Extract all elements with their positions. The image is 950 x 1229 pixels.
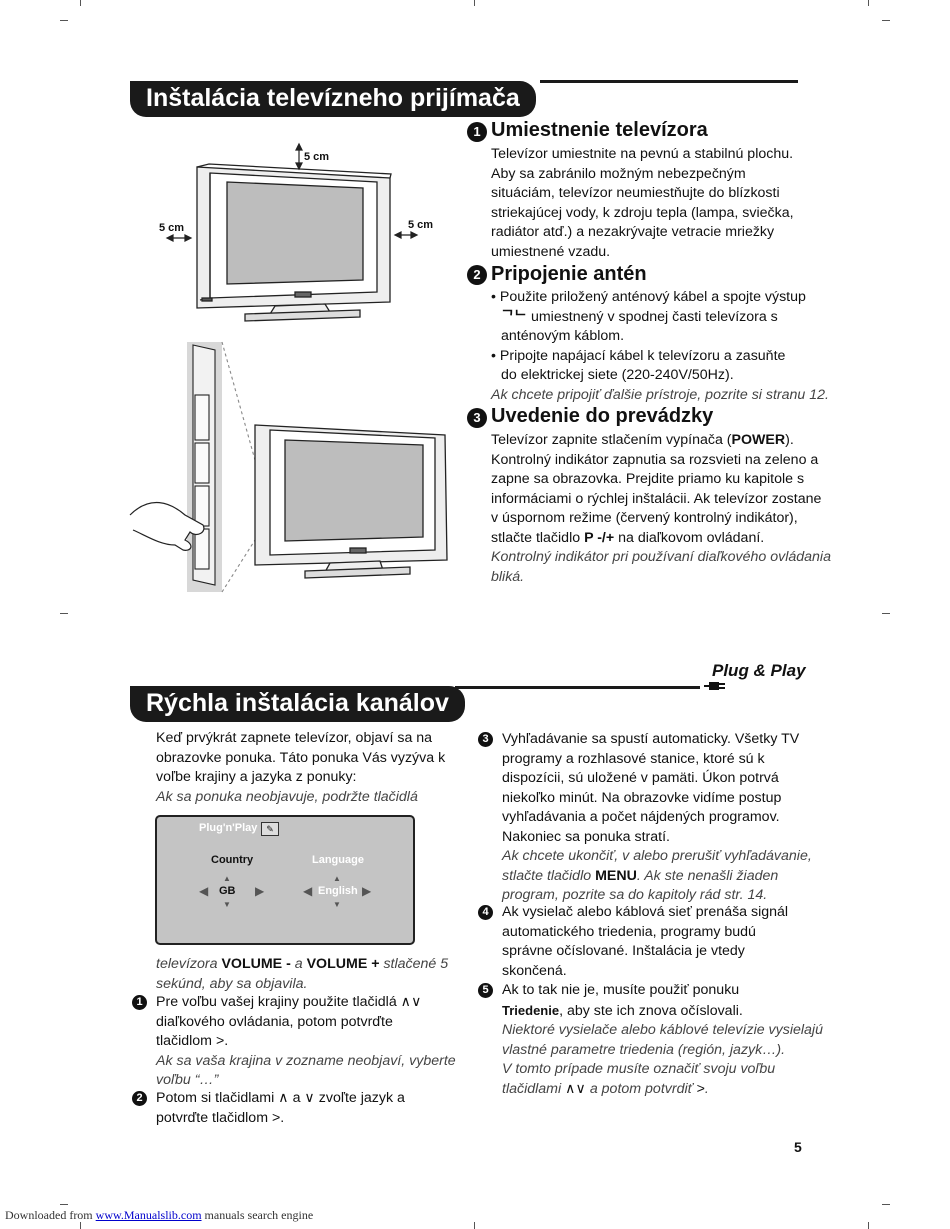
country-down-arrow-icon[interactable]: ▼	[223, 900, 231, 909]
step-number-2: 2	[132, 1091, 147, 1106]
crop-mark	[60, 20, 68, 21]
country-left-arrow-icon[interactable]: ◀	[199, 884, 209, 898]
section-title-quick-install: Rýchla inštalácia kanálov	[130, 686, 465, 722]
step-number-2: 2	[467, 265, 487, 285]
language-right-arrow-icon[interactable]: ▶	[362, 884, 372, 898]
crop-mark	[882, 20, 890, 21]
crop-mark	[60, 613, 68, 614]
hand-drawing	[129, 501, 205, 551]
language-label: Language	[312, 854, 364, 866]
up-arrow-icon: ∧	[400, 994, 412, 1010]
step-number-1: 1	[467, 122, 487, 142]
placement-text: Televízor umiestnite na pevnú a stabilnú…	[491, 146, 794, 260]
step-number-3: 3	[478, 732, 493, 747]
step-number-1: 1	[132, 995, 147, 1010]
plug-and-play-logo: Plug & Play	[712, 661, 806, 680]
crop-mark	[80, 0, 81, 6]
step-2-text: Potom si tlačidlami ∧ a ∨ zvoľte jazyk a…	[156, 1090, 405, 1126]
country-label: Country	[211, 854, 254, 866]
country-up-arrow-icon[interactable]: ▲	[223, 874, 231, 883]
down-arrow-icon: ∨	[575, 1080, 586, 1097]
right-arrow-icon: >	[696, 1080, 705, 1097]
right-arrow-icon: >	[271, 1109, 281, 1126]
down-arrow-icon: ∨	[304, 1090, 315, 1106]
crop-mark	[868, 1222, 869, 1229]
footer-suffix: manuals search engine	[201, 1208, 314, 1222]
step-number-3: 3	[467, 408, 487, 428]
heading-antenna: Pripojenie antén	[491, 263, 647, 285]
right-arrow-icon: >	[215, 1033, 225, 1049]
dimension-label-top: 5 cm	[304, 151, 330, 163]
step-number-4: 4	[478, 905, 493, 920]
heading-startup: Uvedenie do prevádzky	[491, 405, 714, 427]
quick-install-intro: Keď prvýkrát zapnete televízor, objaví s…	[156, 730, 446, 805]
plug-icon	[704, 682, 725, 690]
dimension-label-left: 5 cm	[159, 222, 185, 234]
up-arrow-icon: ∧	[278, 1090, 289, 1106]
language-left-arrow-icon[interactable]: ◀	[303, 884, 313, 898]
step-3-text: Vyhľadávanie sa spustí automaticky. Všet…	[502, 731, 812, 903]
section-title-installation: Inštalácia televízneho prijímača	[130, 81, 536, 117]
section-rule	[455, 686, 700, 689]
crop-mark	[60, 1204, 68, 1205]
footer-link[interactable]: www.Manualslib.com	[95, 1208, 202, 1222]
tv-installation-illustration	[129, 142, 448, 593]
up-arrow-icon: ∧	[565, 1080, 576, 1097]
volume-instructions: televízora VOLUME - a VOLUME + stlačené …	[156, 956, 449, 992]
tv-side-panel	[187, 341, 256, 593]
page-number: 5	[794, 1139, 802, 1155]
language-down-arrow-icon[interactable]: ▼	[333, 900, 341, 909]
section-rule	[540, 80, 798, 83]
antenna-socket-icon: ᄀᄂ	[501, 308, 528, 325]
dimension-arrows	[165, 142, 419, 242]
antenna-text: • Použite priložený anténový kábel a spo…	[491, 289, 829, 403]
country-value[interactable]: GB	[219, 885, 236, 897]
step-4-text: Ak vysielač alebo káblová sieť prenáša s…	[502, 904, 789, 979]
startup-text: Televízor zapnite stlačením vypínača (PO…	[491, 432, 831, 585]
heading-placement: Umiestnenie televízora	[491, 119, 708, 141]
country-right-arrow-icon[interactable]: ▶	[255, 884, 265, 898]
crop-mark	[80, 1222, 81, 1229]
down-arrow-icon: ∨	[411, 994, 422, 1010]
menu-title: Plug'n'Play	[199, 822, 258, 834]
menu-title-icon: ✎	[261, 822, 279, 836]
step-5-text: Ak to tak nie je, musíte použiť ponuku T…	[502, 982, 823, 1097]
step-number-5: 5	[478, 983, 493, 998]
step-1-text: Pre voľbu vašej krajiny použite tlačidlá…	[156, 994, 456, 1088]
footer-prefix: Downloaded from	[5, 1208, 96, 1222]
language-value[interactable]: English	[318, 885, 358, 897]
tv-front-view	[196, 163, 392, 322]
crop-mark	[474, 0, 475, 6]
tv-perspective-view	[254, 424, 448, 579]
crop-mark	[474, 1222, 475, 1229]
plug-n-play-menu: Plug'n'Play ✎ Country Language ◀ ▲ GB ▼ …	[155, 815, 415, 945]
crop-mark	[882, 613, 890, 614]
crop-mark	[868, 0, 869, 6]
footer: Downloaded from www.Manualslib.com manua…	[5, 1208, 313, 1223]
crop-mark	[882, 1204, 890, 1205]
dimension-label-right: 5 cm	[408, 219, 434, 231]
language-up-arrow-icon[interactable]: ▲	[333, 874, 341, 883]
